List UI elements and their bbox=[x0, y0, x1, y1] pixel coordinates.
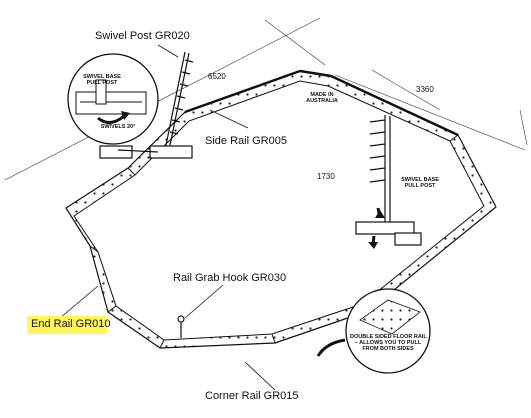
swivel-base-left-line1: SWIVEL BASE bbox=[83, 74, 121, 80]
label-side-rail: Side Rail GR005 bbox=[205, 135, 287, 147]
rail-grab-hook bbox=[177, 315, 185, 338]
swivel-base-left-line2: PULL POST bbox=[86, 80, 118, 86]
inset-floor-rail bbox=[316, 288, 431, 374]
dimension-height: 1730 bbox=[317, 172, 335, 181]
inset-swivel-base-left bbox=[67, 53, 159, 145]
floor-rail-line3: FROM BOTH SIDES bbox=[362, 346, 414, 352]
made-in-line2: AUSTRALIA bbox=[306, 98, 338, 104]
label-rail-grab-hook: Rail Grab Hook GR030 bbox=[173, 272, 287, 284]
dimension-length: 6520 bbox=[208, 72, 226, 81]
made-in-line1: MADE IN bbox=[310, 92, 334, 98]
label-end-rail: End Rail GR010 bbox=[31, 318, 111, 330]
swivel-post-left bbox=[99, 51, 194, 159]
label-corner-rail: Corner Rail GR015 bbox=[205, 390, 299, 402]
swivel-post-right bbox=[355, 115, 422, 246]
floor-rail-line1: DOUBLE SIDED FLOOR RAIL bbox=[350, 334, 427, 340]
dimension-width: 3360 bbox=[416, 85, 434, 94]
end-rail-highlight bbox=[27, 316, 107, 334]
swivel-base-right-line1: SWIVEL BASE bbox=[401, 177, 439, 183]
label-swivel-post: Swivel Post GR020 bbox=[95, 30, 190, 42]
swivel-base-right-line2: PULL POST bbox=[404, 183, 436, 189]
swivels-label: SWIVELS 20° bbox=[100, 124, 136, 130]
floor-rail-line2: – ALLOWS YOU TO PULL bbox=[354, 340, 422, 346]
